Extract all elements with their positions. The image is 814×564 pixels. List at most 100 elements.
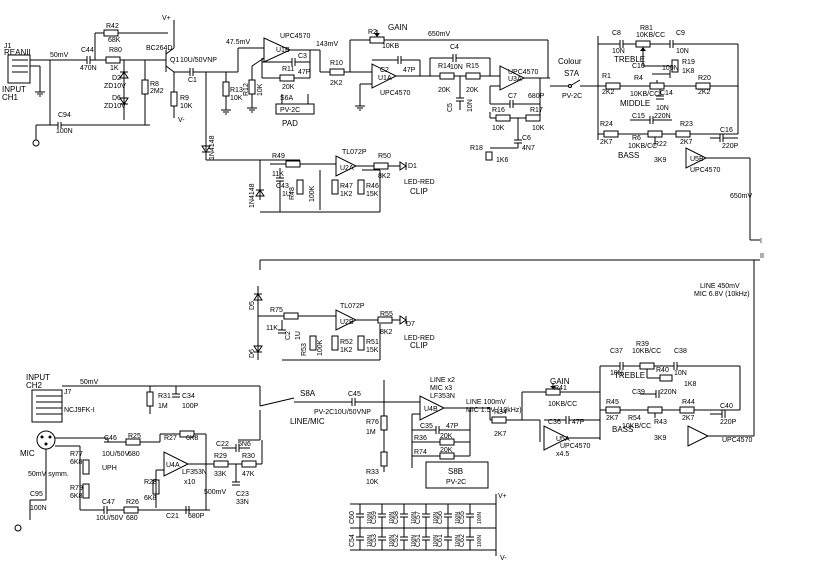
gain-label-ch2: GAIN (550, 377, 570, 386)
r41-value: 10KB/CC (548, 401, 577, 408)
r76-value: 1M (366, 429, 376, 436)
r14-value: 20K (438, 87, 451, 94)
r47-name: R47 (340, 183, 353, 190)
r51-value: 15K (366, 347, 379, 354)
mic-x3: MIC x3 (430, 385, 452, 392)
r45-name: R45 (606, 399, 619, 406)
u2b-tag: U2B (340, 319, 354, 326)
c16-value: 220P (722, 143, 739, 150)
decap-name: C54 (349, 534, 356, 547)
mic-15v: MIC 1.5V (10kHz) (466, 407, 522, 414)
vplus-bank: V+ (498, 493, 507, 500)
c14-value: 10N (656, 105, 669, 112)
r18-value: 1K6 (496, 157, 509, 164)
c45-value: 10U/50VNP (334, 409, 371, 416)
u4a-part: LF353N (182, 469, 207, 476)
c23-value: 33N (236, 499, 249, 506)
u2b-part: TL072P (340, 303, 365, 310)
r27-name: R27 (164, 435, 177, 442)
r81-name: R81 (640, 25, 653, 32)
r8-value: 2M2 (150, 88, 164, 95)
r55-name: R55 (380, 311, 393, 318)
input-jack-ch1: J1 REANII INPUT CH1 50mV (2, 43, 69, 102)
r33-name: R33 (366, 469, 379, 476)
s8b-value: PV-2C (446, 479, 466, 486)
level-500mv: 500mV (204, 489, 227, 496)
s8a-name: S8A (300, 389, 316, 398)
colour-label: Colour (558, 57, 582, 66)
s8a-value: PV-2C (314, 409, 334, 416)
u5a-part: UPC4570 (560, 443, 590, 450)
r50-value: 8K2 (378, 173, 391, 180)
u6-part: UPC4570 (722, 437, 752, 444)
channel-1: J1 REANII INPUT CH1 50mV C94 100N C44 47… (2, 15, 762, 245)
r40-name: R40 (656, 367, 669, 374)
u1a-tag: U1A (378, 75, 392, 82)
r51-name: R51 (366, 339, 379, 346)
mic-label: MIC (20, 449, 35, 458)
c94-name: C94 (58, 112, 71, 119)
c46-value: 10U/50V (102, 451, 130, 458)
r1-value: 2K2 (602, 89, 615, 96)
r48-value: 100K (309, 185, 316, 202)
r24-name: R24 (600, 121, 613, 128)
decap-value: 100N (433, 512, 439, 524)
linemic-label: LINE/MIC (290, 417, 325, 426)
input-jack-ch2: INPUT CH2 J7 NCJ9FK-I 50mV (26, 373, 99, 423)
c44-value: 470N (80, 65, 97, 72)
r31-name: R31 (158, 393, 171, 400)
c36-name: C36 (548, 419, 561, 426)
c44-name: C44 (81, 47, 94, 54)
r14-name: R14 (438, 63, 451, 70)
c35-name: C35 (420, 423, 433, 430)
r53-value: 100K (317, 339, 324, 356)
input-label-ch1: INPUT (2, 85, 26, 94)
r42-value: 68K (108, 37, 121, 44)
r10-value: 2K2 (330, 80, 343, 87)
pad-label: PAD (282, 119, 298, 128)
r10-name: R10 (330, 60, 343, 67)
u5b-tag: U5B (690, 156, 704, 163)
r25-value: 680 (128, 451, 140, 458)
c35-value: 47P (446, 423, 459, 430)
decap-value: 100N (367, 535, 373, 547)
j7-name: J7 (64, 389, 72, 396)
c9-name: C9 (676, 30, 685, 37)
jack-label: J1 (4, 43, 12, 50)
mic-level: MIC 6.8V (10kHz) (694, 291, 750, 298)
c15-value: 220N (654, 113, 671, 120)
decap-value: 100N (389, 512, 395, 524)
vplus-ch1: V+ (162, 15, 171, 22)
decap-value: 100N (477, 535, 483, 547)
c3-value: 47P (298, 69, 311, 76)
r20-value: 2K2 (698, 89, 711, 96)
r74-name: R74 (414, 449, 427, 456)
r39-value: 10KB/CC (632, 348, 661, 355)
s6a-value: PV-2C (280, 107, 300, 114)
r17-name: R17 (530, 107, 543, 114)
r77-name: R77 (70, 451, 83, 458)
r75-value: 11K (266, 325, 278, 332)
r41-name: R41 (554, 385, 567, 392)
c43-value: 1U (282, 191, 291, 198)
r15-value: 20K (466, 87, 479, 94)
r54-value: 10KB/CC (622, 423, 651, 430)
c6-name: C6 (522, 135, 531, 142)
s8b-name: S8B (448, 467, 463, 476)
decap-name: C61 (437, 534, 444, 547)
decap-name: C57 (415, 511, 422, 524)
decap-name: C59 (371, 511, 378, 524)
r55-value: 8K2 (380, 329, 393, 336)
decap-value: 100N (411, 535, 417, 547)
r42-name: R42 (106, 23, 119, 30)
c7-name: C7 (508, 93, 517, 100)
level-out-ch1: 650mV (730, 193, 753, 200)
line-100mv: LINE 100mV (466, 399, 506, 406)
d6-name: D6 (112, 95, 121, 102)
r22-name: R22 (654, 141, 667, 148)
c40-name: C40 (720, 403, 733, 410)
decap-value: 100N (455, 535, 461, 547)
r18-name: R18 (470, 145, 483, 152)
level-input: 50mV (50, 52, 69, 59)
